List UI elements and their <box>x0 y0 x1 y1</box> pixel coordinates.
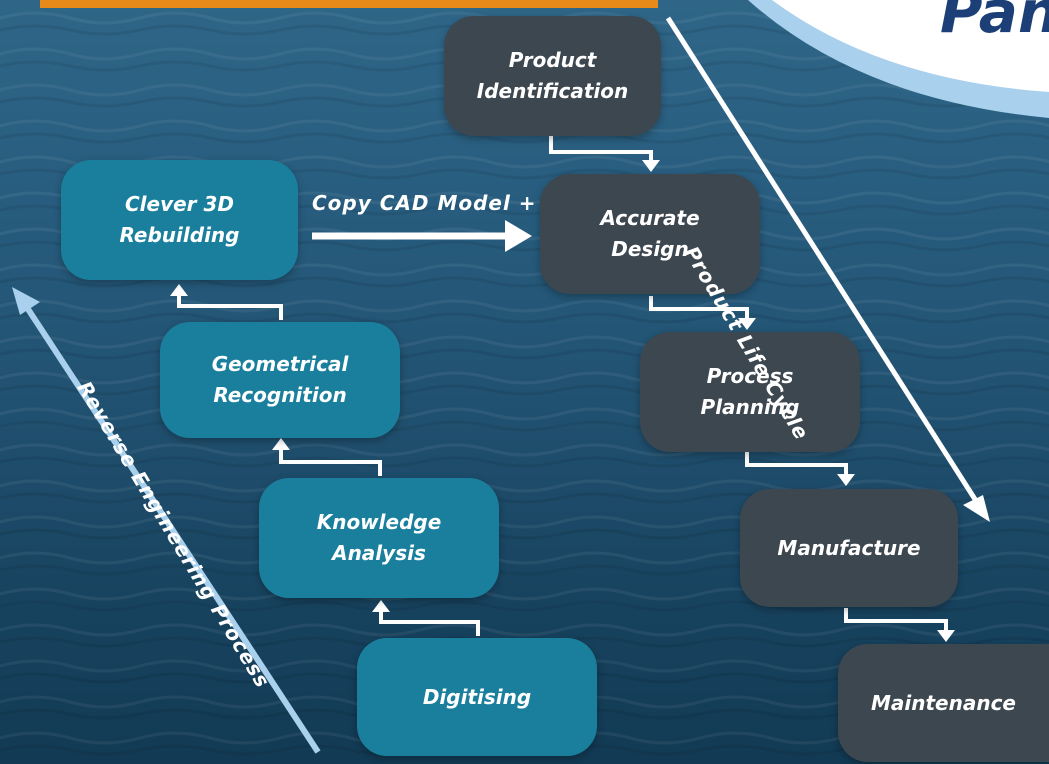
re-step-arrowheads <box>170 284 390 612</box>
node-digitising[interactable]: Digitising <box>357 638 597 756</box>
node-label: Maintenance <box>870 690 1016 715</box>
brand-text: Pan <box>940 0 1049 46</box>
node-accurate-design[interactable]: Accurate Design <box>540 174 760 294</box>
node-maintenance[interactable]: Maintenance <box>838 644 1049 762</box>
copy-cad-arrow <box>312 220 532 252</box>
node-label: Geometrical Recognition <box>211 352 349 407</box>
copy-cad-model-label: Copy CAD Model + <box>312 191 537 215</box>
node-geometrical-recognition[interactable]: Geometrical Recognition <box>160 322 400 438</box>
re-step-connectors <box>177 292 480 636</box>
reverse-engineering-arrow <box>12 287 321 754</box>
node-label: Manufacture <box>777 535 921 560</box>
node-label: Process Planning <box>700 364 800 419</box>
corner-swoosh-inner <box>772 0 1049 92</box>
node-label: Knowledge Analysis <box>316 510 442 565</box>
orange-banner <box>40 0 658 8</box>
node-product-identification[interactable]: Product Identification <box>444 16 661 136</box>
node-label: Product Identification <box>476 48 629 103</box>
node-process-planning[interactable]: Process Planning <box>640 332 860 452</box>
node-manufacture[interactable]: Manufacture <box>740 489 958 607</box>
product-life-cycle-arrow <box>665 16 990 522</box>
plc-step-arrowheads <box>642 160 955 642</box>
node-label: Digitising <box>422 684 532 709</box>
plc-step-connectors <box>549 136 948 632</box>
node-label: Accurate Design <box>600 206 700 261</box>
node-label: Clever 3D Rebuilding <box>119 192 240 247</box>
node-clever-3d-rebuilding[interactable]: Clever 3D Rebuilding <box>61 160 298 280</box>
node-knowledge-analysis[interactable]: Knowledge Analysis <box>259 478 499 598</box>
